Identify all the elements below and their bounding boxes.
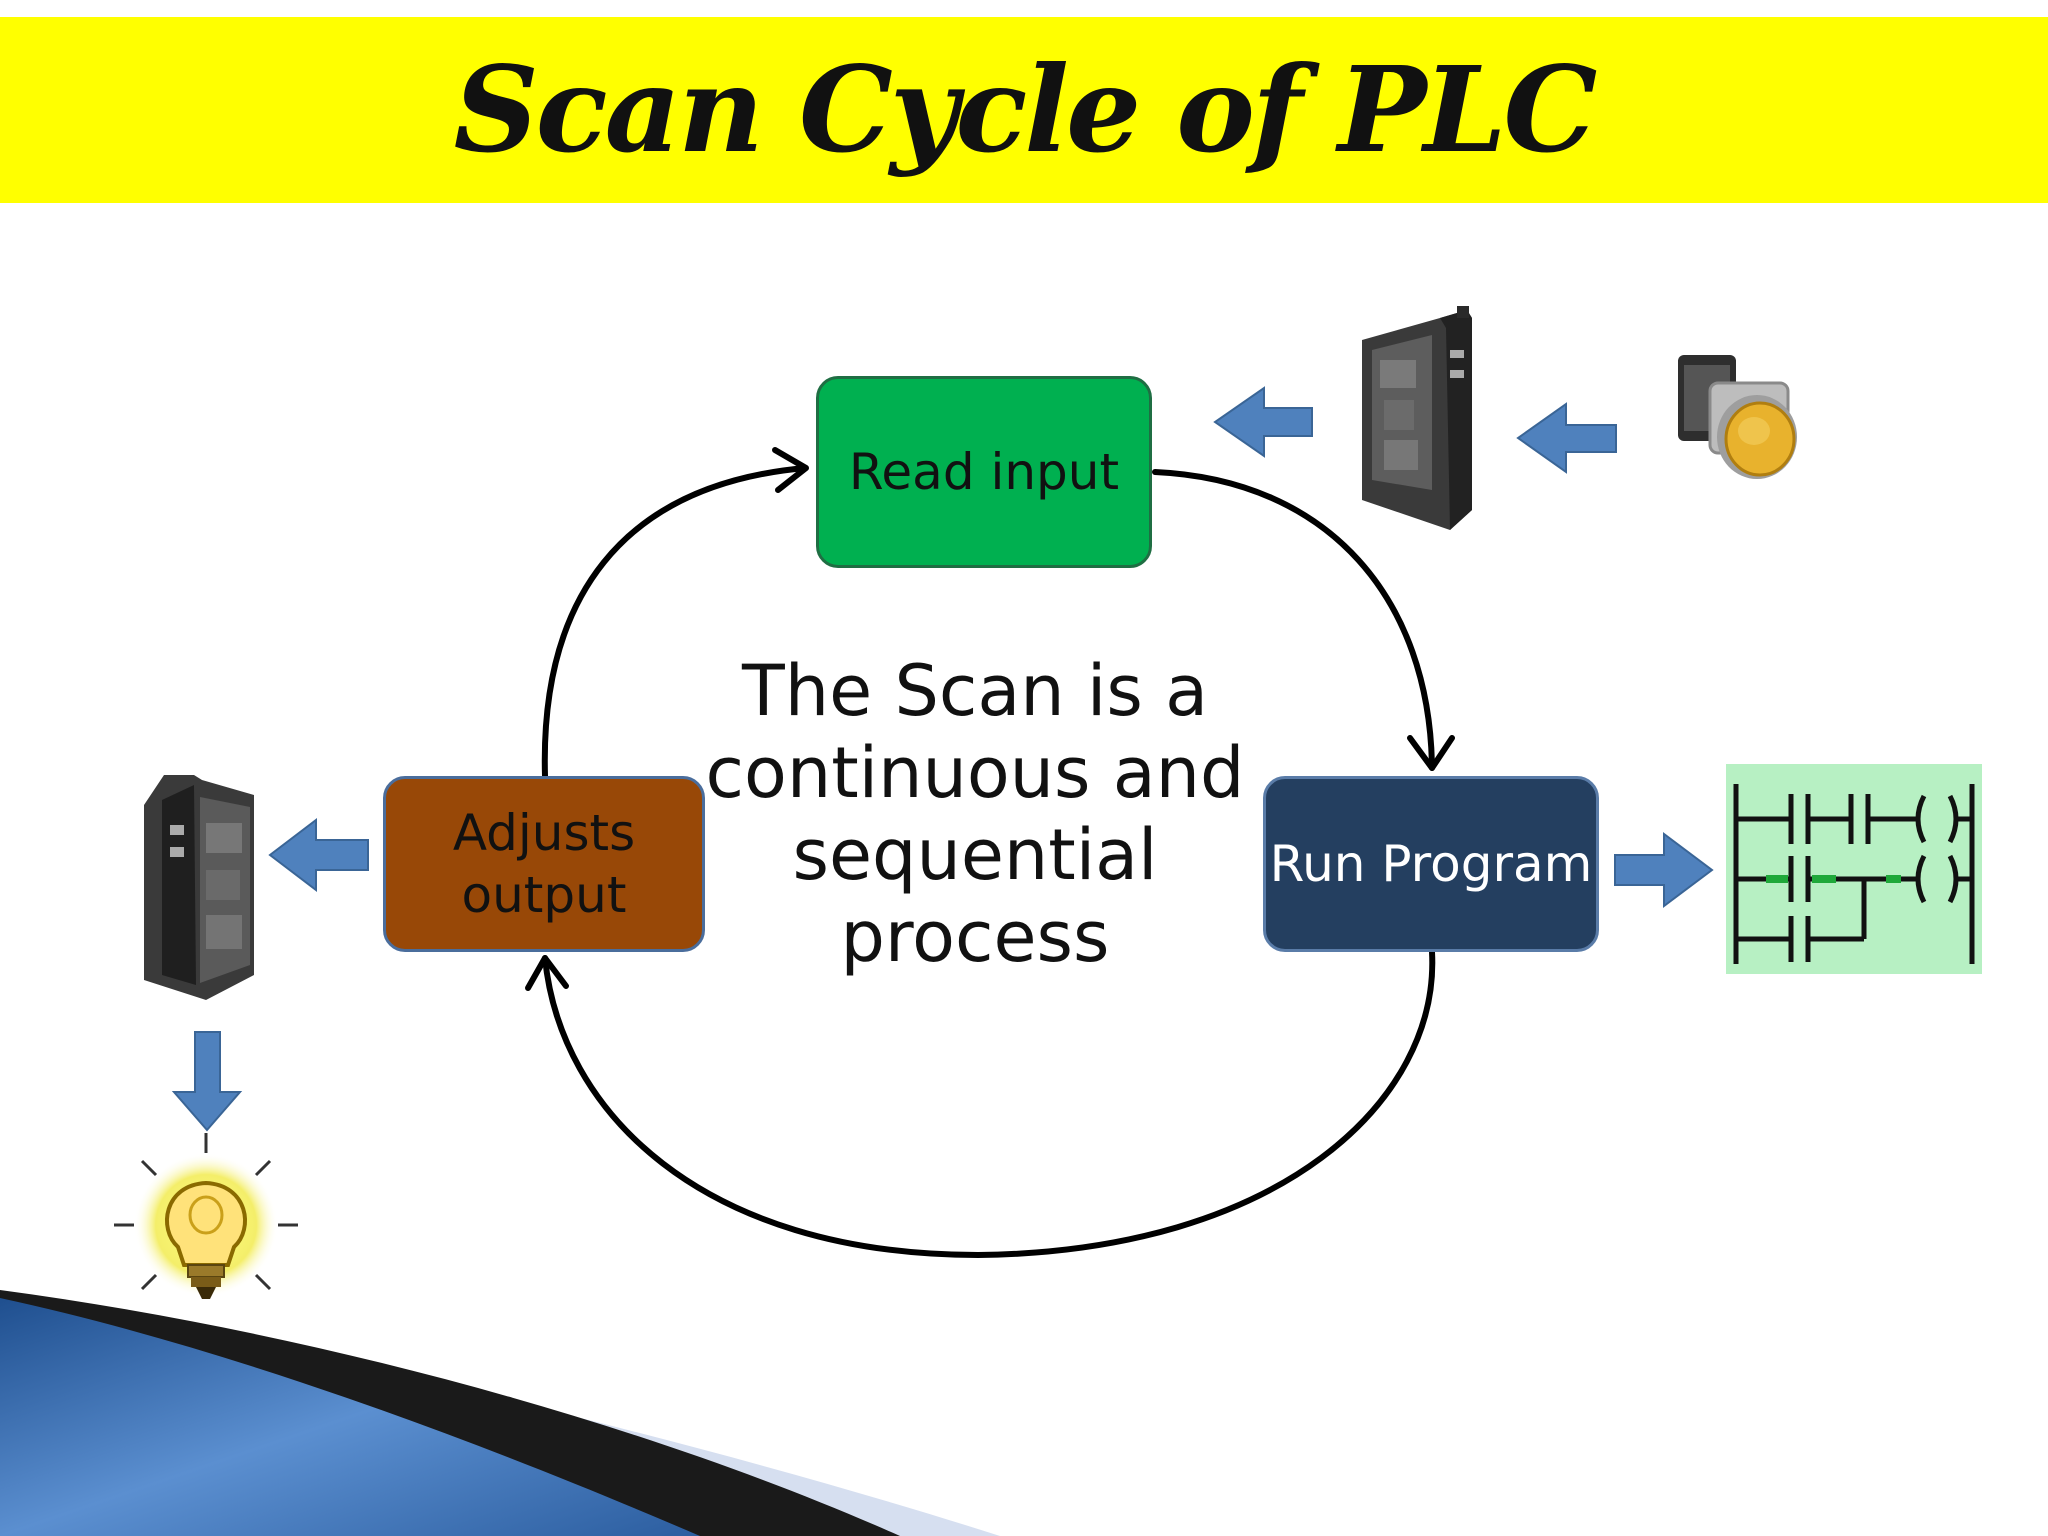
arc-read-to-run xyxy=(1152,469,1435,771)
node-read-input: Read input xyxy=(816,376,1152,568)
arrowhead-read xyxy=(772,447,809,493)
arrowhead-adjust xyxy=(525,955,569,991)
arc-run-to-adjust xyxy=(542,949,1436,1258)
slide-title: Scan Cycle of PLC xyxy=(453,40,1598,179)
node-adjusts-output: Adjusts output xyxy=(383,776,705,952)
arrowhead-run xyxy=(1407,735,1455,771)
flow-arrow-icon xyxy=(171,1031,243,1132)
bottom-swoosh-decoration xyxy=(0,1290,1000,1536)
node-run-program: Run Program xyxy=(1263,776,1599,952)
arc-adjust-to-read xyxy=(541,465,808,779)
ladder-diagram-icon xyxy=(1726,764,1982,974)
plc-module-icon xyxy=(1362,306,1472,530)
flow-arrow-icon xyxy=(268,817,369,893)
center-description: The Scan is a continuous and sequential … xyxy=(705,650,1245,978)
flow-arrow-icon xyxy=(1213,386,1313,458)
scan-cycle-arrows xyxy=(525,447,1455,1258)
flow-arrow-icon xyxy=(1614,832,1714,908)
title-band: Scan Cycle of PLC xyxy=(0,17,2048,203)
light-bulb-icon xyxy=(114,1133,298,1299)
flow-arrows xyxy=(171,386,1714,1132)
plc-module-icon xyxy=(144,775,254,1000)
flow-arrow-icon xyxy=(1516,402,1617,474)
push-button-icon xyxy=(1678,355,1797,479)
